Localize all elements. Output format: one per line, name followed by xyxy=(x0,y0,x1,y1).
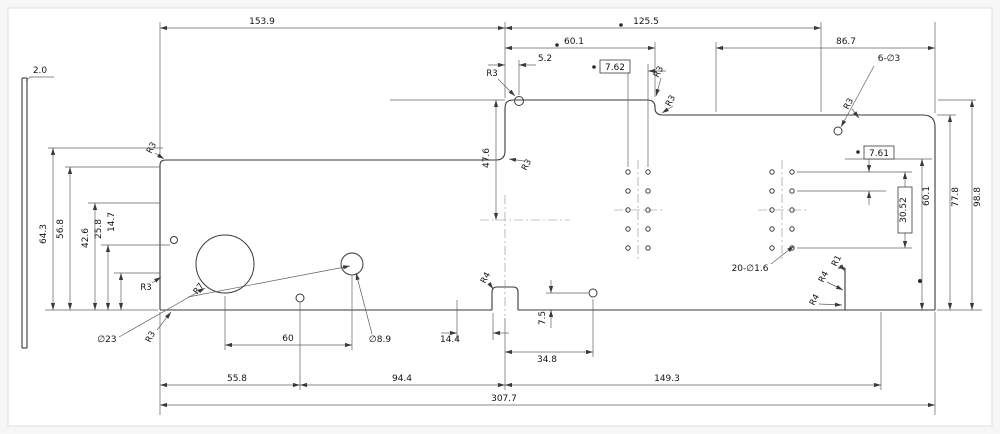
dim-307-7-label: 307.7 xyxy=(491,394,517,404)
radius-callouts: R3 R3 R3 R3 R3 R3 R3 R3 R7 R4 R1 R4 R4 xyxy=(140,65,922,345)
r3-callout: R3 xyxy=(144,330,158,345)
reference-dot xyxy=(918,279,922,283)
dim-125-5-label: 125.5 xyxy=(633,17,659,27)
r3-callout: R3 xyxy=(664,94,678,109)
hole-bottom-left xyxy=(295,293,305,303)
dim-60-1-top-label: 60.1 xyxy=(564,37,584,47)
dim-14-7-label: 14.7 xyxy=(107,212,117,232)
reference-dot xyxy=(592,65,596,69)
reference-dot xyxy=(856,150,860,154)
dim-149-3-label: 149.3 xyxy=(654,374,680,384)
dim-98-8-label: 98.8 xyxy=(973,187,983,207)
dim-64-3-label: 64.3 xyxy=(39,224,49,244)
r3-callout: R3 xyxy=(520,158,534,173)
hole-top-right xyxy=(833,126,843,136)
dim-60-1-right-label: 60.1 xyxy=(922,186,932,206)
dim-42-6-label: 42.6 xyxy=(81,228,91,248)
r1-callout: R1 xyxy=(830,254,844,269)
centerlines xyxy=(480,160,806,316)
r4-callout: R4 xyxy=(479,271,493,286)
hole-bottom-mid xyxy=(588,288,598,298)
dim-47-6-label: 47.6 xyxy=(482,148,492,168)
reference-dot xyxy=(555,43,559,47)
dim-86-7-label: 86.7 xyxy=(836,37,856,47)
dimensions: 153.9 125.5 60.1 86.7 5.2 7.62 6-∅3 47.6… xyxy=(39,17,983,408)
basic-30-52-label: 30.52 xyxy=(899,197,909,223)
thickness-dim-label: 2.0 xyxy=(33,66,48,76)
reference-dot xyxy=(619,23,623,27)
r4-callout: R4 xyxy=(817,270,831,285)
dim-94-4-label: 94.4 xyxy=(392,374,412,384)
hole-cluster-right xyxy=(769,169,795,251)
dia-8-9-label: ∅8.9 xyxy=(369,335,391,345)
dim-25-8-label: 25.8 xyxy=(94,219,104,239)
dim-77-8-label: 77.8 xyxy=(951,187,961,207)
extension-lines xyxy=(45,22,982,415)
hole-d8-9 xyxy=(340,252,364,276)
dim-14-4-label: 14.4 xyxy=(440,335,460,345)
basic-dim-frame xyxy=(599,59,631,74)
side-view: 2.0 xyxy=(21,66,54,349)
dim-7-5-label: 7.5 xyxy=(538,311,548,325)
hole-top xyxy=(514,96,524,106)
dia-23-label: ∅23 xyxy=(97,335,116,345)
basic-7-61-label: 7.61 xyxy=(869,149,889,159)
hole-left-small xyxy=(170,236,178,244)
basic-dim-frame xyxy=(897,186,913,234)
r3-callout: R3 xyxy=(486,69,497,79)
dim-34-8-label: 34.8 xyxy=(537,355,557,365)
sheet-border xyxy=(7,7,993,427)
r3-callout: R3 xyxy=(145,141,159,156)
basic-7-62-label: 7.62 xyxy=(605,63,625,73)
dim-55-8-label: 55.8 xyxy=(227,374,247,384)
holes-6-d3-label: 6-∅3 xyxy=(878,54,901,64)
dim-56-8-label: 56.8 xyxy=(56,219,66,239)
r3-callout: R3 xyxy=(652,65,666,80)
holes xyxy=(170,96,843,303)
dim-153-9-label: 153.9 xyxy=(249,17,275,27)
plate-outline-path xyxy=(159,99,936,310)
hole-cluster-left xyxy=(625,169,651,251)
dim-60-label: 60 xyxy=(282,334,294,344)
r3-callout: R3 xyxy=(140,283,151,293)
hole-d23 xyxy=(195,234,255,294)
basic-dim-frame xyxy=(863,145,895,160)
r4-callout: R4 xyxy=(808,293,822,308)
r3-callout: R3 xyxy=(842,97,856,112)
dim-5-2-label: 5.2 xyxy=(538,54,552,64)
holes-20-d1-6-label: 20-∅1.6 xyxy=(732,264,769,274)
